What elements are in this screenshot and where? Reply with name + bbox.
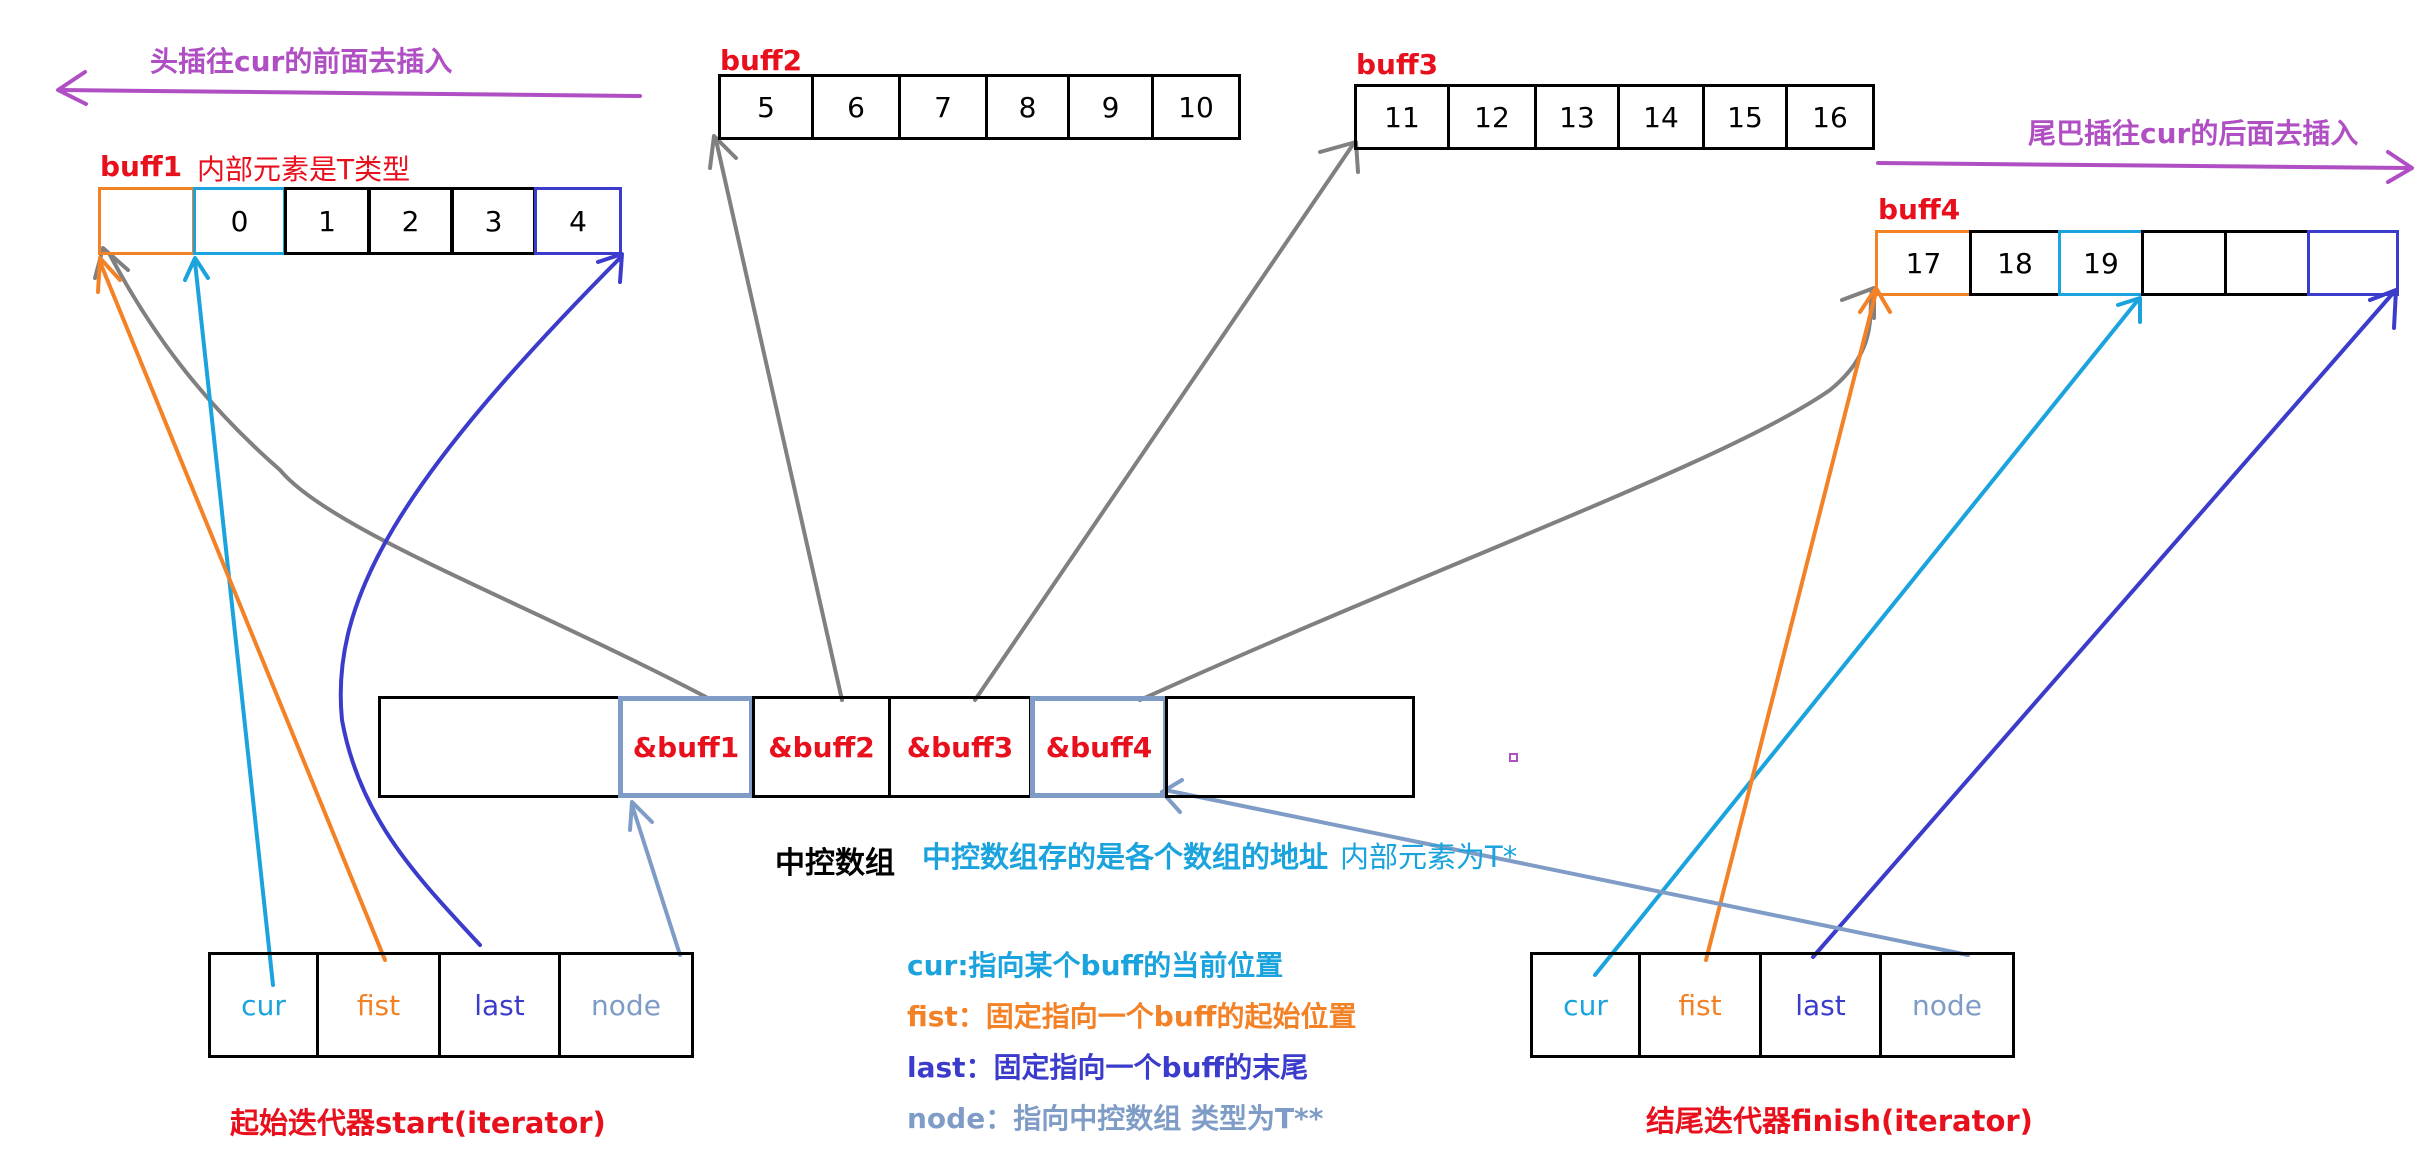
buff4-label: buff4 [1878, 193, 1961, 226]
map-cell: &buff4 [1030, 696, 1168, 798]
buff1-cell: 2 [368, 187, 453, 255]
buff3-cell: 14 [1617, 84, 1705, 150]
finish-node-head [1160, 778, 1184, 814]
buff2-cell: 8 [985, 74, 1070, 140]
finish-fist-field: fist [1638, 952, 1762, 1058]
start-node-head [628, 800, 654, 832]
start-cur-field: cur [208, 952, 319, 1058]
start-cur-head [183, 256, 210, 282]
legend-last: last：固定指向一个buff的末尾 [907, 1051, 1309, 1084]
buff3-cell: 13 [1534, 84, 1620, 150]
start-iterator-caption: 起始迭代器start(iterator) [230, 1106, 606, 1140]
stray-mark [1509, 753, 1518, 762]
start-last-pointer [338, 256, 622, 947]
map-cell: &buff2 [752, 696, 891, 798]
head-insert-arrowhead [56, 70, 88, 106]
map-cell [378, 696, 622, 798]
legend-cur: cur:指向某个buff的当前位置 [907, 949, 1284, 982]
buff3-label: buff3 [1356, 48, 1439, 81]
map-title: 中控数组 [775, 846, 895, 881]
buff3-cell: 15 [1702, 84, 1788, 150]
buff4-cell: 17 [1875, 230, 1972, 296]
start-fist-pointer [98, 260, 387, 962]
link-map-buff3 [973, 141, 1356, 702]
finish-iterator-caption: 结尾迭代器finish(iterator) [1646, 1104, 2033, 1138]
head-insert-arrow [58, 88, 642, 98]
finish-node-field: node [1879, 952, 2015, 1058]
map-description: 中控数组存的是各个数组的地址 [922, 840, 1329, 874]
buff2-label: buff2 [720, 44, 803, 77]
start-fist-head [96, 256, 122, 294]
tail-insert-label: 尾巴插往cur的后面去插入 [2028, 117, 2359, 150]
legend-node: node：指向中控数组 类型为T** [907, 1102, 1324, 1135]
buff4-cell [2141, 230, 2227, 296]
buff1-note: 内部元素是T类型 [197, 153, 411, 186]
link-map-buff2-head [708, 134, 738, 170]
buff1-label: buff1 [100, 150, 183, 183]
map-cell [1165, 696, 1415, 798]
buff4-cell: 19 [2058, 230, 2144, 296]
start-node-field: node [558, 952, 694, 1058]
finish-last-field: last [1759, 952, 1882, 1058]
buff2-cell: 10 [1151, 74, 1241, 140]
buff2-cell: 9 [1067, 74, 1154, 140]
tail-insert-arrow [1876, 161, 2412, 170]
buff4-cell: 18 [1969, 230, 2061, 296]
head-insert-label: 头插往cur的前面去插入 [150, 45, 453, 78]
map-element-type: 内部元素为T* [1340, 840, 1518, 874]
start-node-pointer [630, 803, 682, 957]
buff1-cell: 4 [534, 187, 622, 255]
buff1-cell: 3 [451, 187, 536, 255]
map-cell: &buff3 [888, 696, 1032, 798]
finish-fist-pointer [1704, 290, 1878, 962]
link-map-buff1 [108, 253, 708, 699]
buff2-cell: 5 [718, 74, 814, 140]
buff4-cell [2224, 230, 2310, 296]
link-map-buff2 [714, 138, 844, 702]
buff4-cell [2307, 230, 2399, 296]
start-last-field: last [438, 952, 561, 1058]
buff1-cell [98, 187, 195, 255]
buff2-cell: 6 [811, 74, 901, 140]
buff1-cell: 0 [193, 187, 286, 255]
buff2-cell: 7 [898, 74, 988, 140]
finish-cur-field: cur [1530, 952, 1641, 1058]
buff3-cell: 11 [1354, 84, 1450, 150]
map-cell: &buff1 [618, 696, 754, 798]
start-fist-field: fist [316, 952, 441, 1058]
finish-cur-pointer [1593, 298, 2140, 977]
tail-insert-arrowhead [2386, 150, 2414, 184]
start-cur-pointer [193, 260, 275, 987]
finish-cur-head [2116, 296, 2142, 324]
legend-fist: fist：固定指向一个buff的起始位置 [907, 1000, 1357, 1033]
start-last-head [596, 252, 624, 284]
buff3-cell: 16 [1785, 84, 1875, 150]
buff1-cell: 1 [284, 187, 370, 255]
link-map-buff4 [1138, 288, 1874, 702]
finish-node-pointer [1163, 788, 1970, 957]
buff3-cell: 12 [1447, 84, 1537, 150]
finish-last-pointer [1811, 290, 2396, 959]
